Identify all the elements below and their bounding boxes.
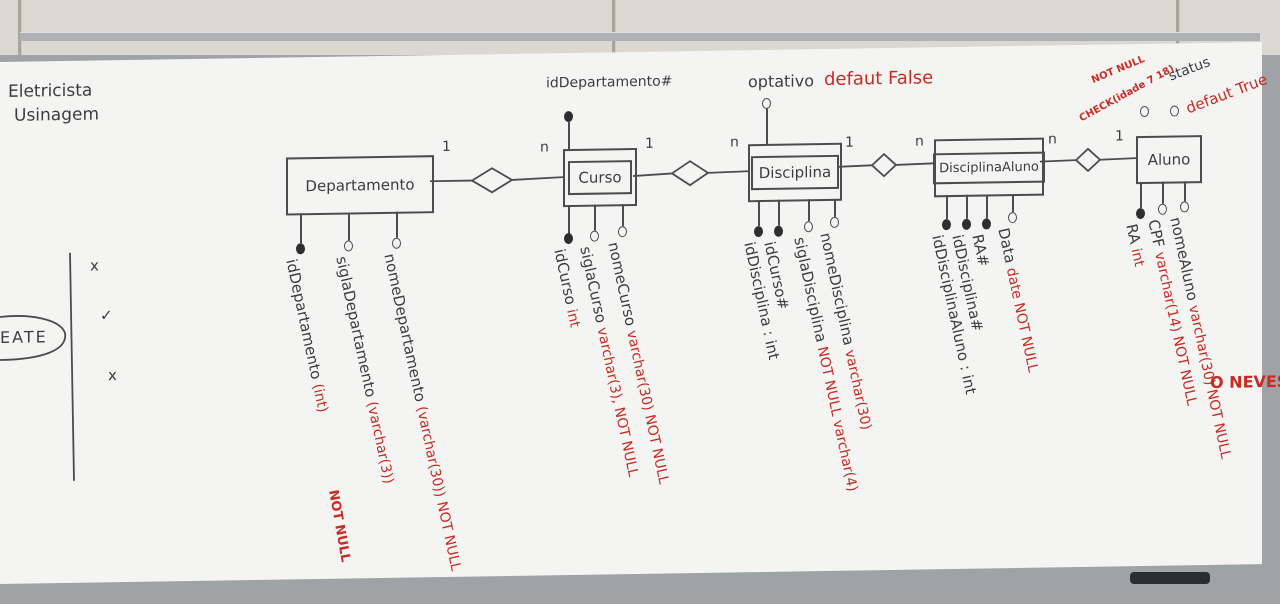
cardinality-label: 1 [442, 138, 451, 156]
attribute-stem [758, 200, 760, 227]
cardinality-label: n [1048, 131, 1057, 148]
attribute-note: optativo [748, 71, 814, 92]
relationship-line [632, 172, 673, 177]
relationship-line [511, 176, 564, 181]
key-attribute-dot [754, 226, 763, 238]
key-attribute-dot [564, 232, 573, 245]
entity-disciplina-aluno: DisciplinaAluno [933, 137, 1045, 198]
note-line: Usinagem [14, 104, 100, 126]
attribute-circle [804, 221, 813, 233]
attribute-circle [1170, 105, 1179, 117]
divider-line [69, 252, 75, 481]
note-line: Eletricista [8, 80, 93, 102]
entity-label: Curso [568, 160, 632, 196]
relationship-line [707, 170, 749, 174]
wall-panel [0, 0, 21, 56]
side-mark: x [108, 366, 117, 385]
relationship-line [895, 162, 935, 166]
attribute-circle [392, 237, 401, 249]
marker-eraser [1130, 572, 1210, 584]
attribute-stem [1184, 181, 1186, 202]
key-attribute-dot [982, 218, 991, 230]
entity-disciplina: Disciplina [748, 142, 842, 203]
whiteboard: Eletricista Usinagem EATE x ✓ x Departam… [0, 42, 1280, 584]
entity-label: Departamento [305, 175, 415, 196]
entity-label: DisciplinaAluno [933, 151, 1045, 184]
cardinality-label: n [540, 139, 549, 156]
relationship-line [1039, 159, 1077, 163]
attribute-circle [830, 216, 839, 228]
side-box-label: EATE [0, 327, 48, 347]
attribute-stem [1140, 182, 1142, 209]
attribute-stem [946, 195, 948, 220]
attribute-stem [1162, 181, 1164, 204]
attribute-stem [396, 211, 398, 238]
attribute-stem [778, 199, 780, 226]
side-mark: ✓ [100, 306, 113, 325]
er-diagram-lines [0, 147, 1137, 481]
relationship-diamond [1074, 147, 1102, 173]
key-attribute-dot [942, 219, 951, 231]
attribute-stem [622, 204, 624, 227]
relationship-line [430, 179, 472, 183]
foreign-key-note: idDepartamento# [546, 73, 673, 92]
relationship-diamond [870, 152, 898, 178]
attribute-stem [1012, 194, 1014, 213]
key-attribute-dot [1136, 208, 1145, 220]
attribute-stem [568, 205, 570, 236]
wall-panel [22, 0, 615, 56]
attribute-circle [1158, 203, 1167, 215]
key-attribute-dot [774, 225, 783, 237]
entity-departamento: Departamento [286, 155, 434, 216]
cardinality-label: n [915, 133, 924, 150]
attribute-circle [1008, 212, 1017, 224]
relationship-diamond [470, 167, 514, 194]
attribute-stem [300, 213, 302, 244]
attribute-circle [590, 230, 599, 242]
wall-rail [20, 32, 1260, 41]
cardinality-label: 1 [845, 134, 854, 151]
cardinality-label: n [730, 134, 739, 151]
attribute-circle [344, 240, 353, 252]
entity-label: Disciplina [750, 154, 840, 191]
entity-curso: Curso [563, 147, 637, 208]
relationship-line [1099, 157, 1137, 161]
side-mark: x [90, 256, 99, 275]
cardinality-label: 1 [645, 135, 654, 152]
attribute-stem [834, 198, 836, 217]
attribute-stem [766, 107, 768, 144]
relationship-line [837, 164, 873, 168]
attribute-stem [966, 194, 968, 219]
attribute-circle [1140, 105, 1149, 118]
attribute-circle [1180, 201, 1189, 213]
attribute-stem [808, 199, 810, 222]
relationship-diamond [670, 160, 710, 187]
entity-aluno: Aluno [1136, 135, 1202, 185]
attribute-stem [986, 194, 988, 219]
key-attribute-dot [962, 218, 971, 230]
cardinality-label: 1 [1115, 128, 1124, 145]
entity-label: Aluno [1147, 150, 1191, 169]
attribute-stem [568, 121, 570, 150]
attribute-stem [348, 212, 350, 241]
attribute-circle [618, 226, 627, 238]
default-note: defaut False [824, 67, 934, 91]
attribute-stem [594, 204, 596, 231]
key-attribute-dot [296, 243, 305, 255]
side-box-outline [0, 315, 66, 361]
